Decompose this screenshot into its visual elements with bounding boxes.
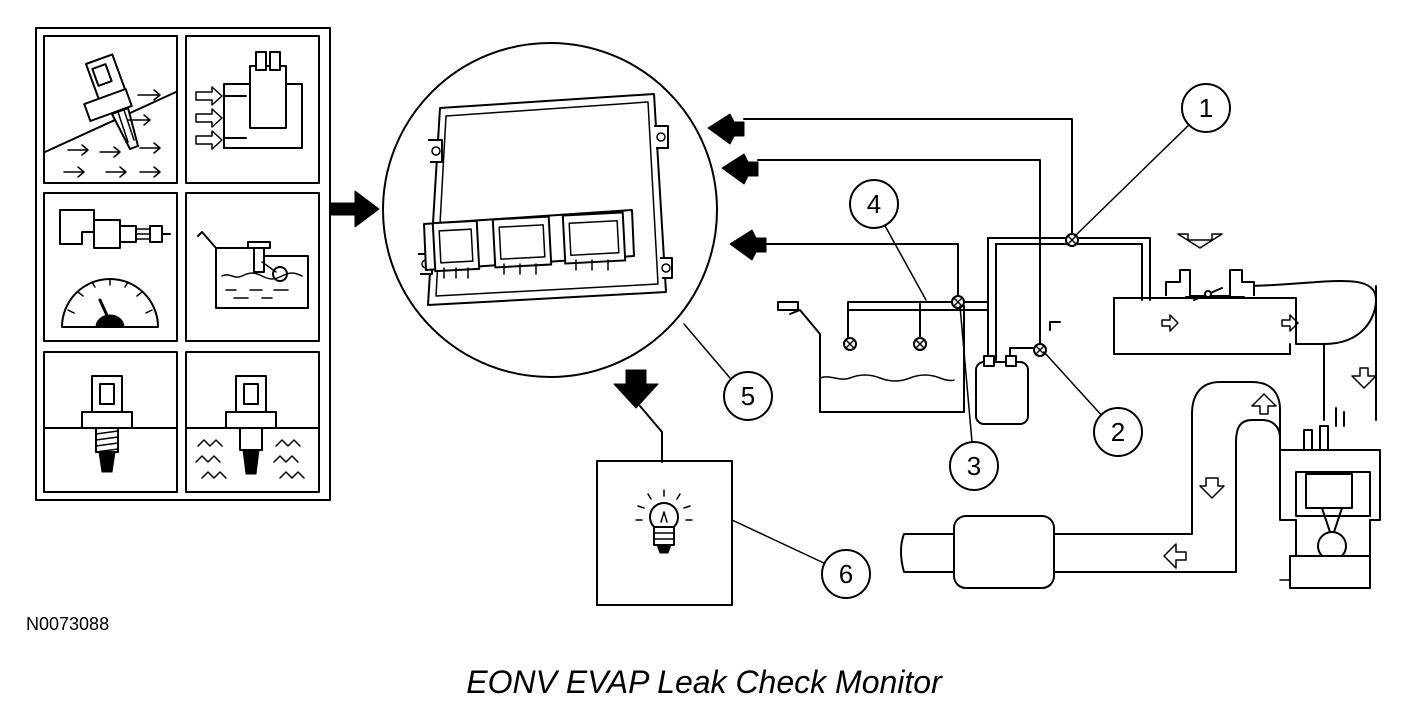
input-signal-arrow: [330, 190, 380, 228]
svg-text:4: 4: [867, 189, 881, 219]
iat-sensor-icon: [185, 35, 320, 184]
valve-icon: [843, 337, 857, 351]
intake-plenum: [1113, 233, 1377, 421]
mil-lamp: [596, 460, 733, 606]
svg-text:2: 2: [1111, 417, 1125, 447]
diagram-caption: EONV EVAP Leak Check Monitor: [466, 664, 942, 700]
evap-lines: [743, 118, 1151, 361]
callout-1: 1: [1074, 83, 1231, 237]
svg-text:3: 3: [967, 451, 981, 481]
valve-icon: [951, 295, 965, 309]
pcm-input-arrow-middle: [721, 153, 759, 185]
valve-icon: [1033, 343, 1047, 357]
callout-4: 4: [849, 179, 927, 301]
sensor-input-panel: [35, 27, 331, 501]
callout-3: 3: [949, 305, 999, 491]
valve-icon: [913, 337, 927, 351]
fuel-tank: [777, 301, 965, 413]
exhaust-system: [900, 381, 1281, 589]
exhaust-sensor-icon: [185, 351, 320, 493]
svg-text:6: 6: [839, 559, 853, 589]
pcm-input-arrow-lower: [729, 229, 767, 261]
pcm-output-arrow: [613, 369, 659, 409]
svg-text:1: 1: [1199, 93, 1213, 123]
svg-text:5: 5: [741, 381, 755, 411]
charcoal-canister: [975, 355, 1029, 425]
figure-id: N0073088: [26, 614, 110, 634]
engine-block: [1279, 407, 1381, 589]
bulb-icon: [635, 489, 693, 554]
valve-icon: [1065, 233, 1079, 247]
ect-sensor-gauge-icon: [43, 192, 178, 342]
maf-sensor-icon: [43, 35, 178, 184]
callout-6: 6: [731, 519, 871, 599]
fuel-level-sensor-icon: [185, 192, 320, 342]
pcm-input-arrow-upper: [707, 113, 745, 145]
oxygen-sensor-icon: [43, 351, 178, 493]
callout-5: 5: [683, 323, 773, 421]
callout-2: 2: [1043, 351, 1143, 457]
pcm-module: [382, 42, 718, 378]
